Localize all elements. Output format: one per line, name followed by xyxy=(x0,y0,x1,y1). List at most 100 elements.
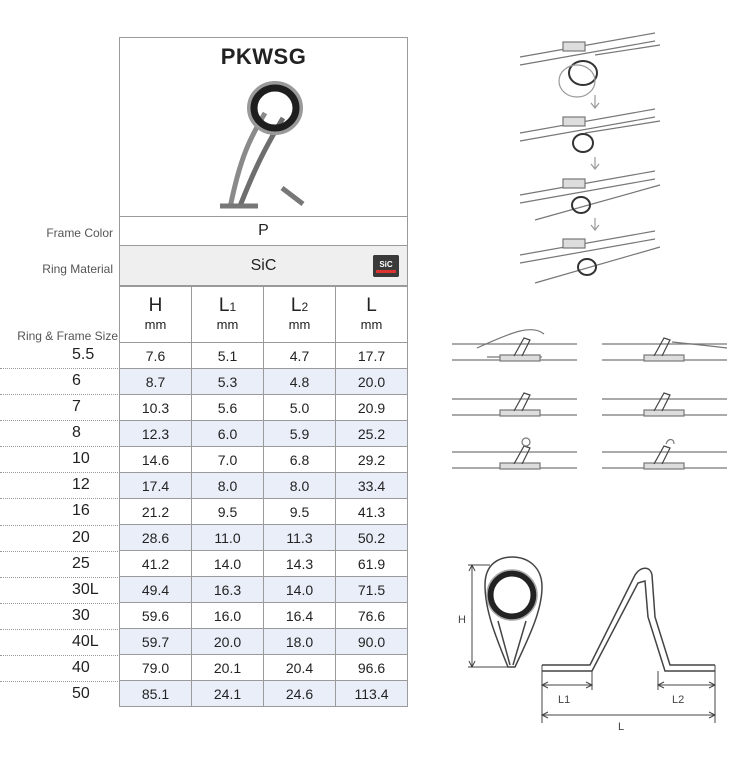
table-cell-l1: 5.6 xyxy=(191,394,264,421)
table-cell-l1: 16.0 xyxy=(191,602,264,629)
sic-badge-icon: SiC xyxy=(373,255,399,277)
table-cell-l: 71.5 xyxy=(335,576,408,603)
table-cell-h: 8.7 xyxy=(119,368,192,395)
size-row: 20 xyxy=(0,526,118,552)
table-cell-l1: 11.0 xyxy=(191,524,264,551)
side-view: L1 L2 L xyxy=(540,567,717,730)
table-cell-l1: 5.1 xyxy=(191,342,264,369)
sic-badge-text: SiC xyxy=(379,260,393,269)
threading-step-4 xyxy=(519,230,661,284)
size-row: 8 xyxy=(0,421,118,448)
table-cell-h: 28.6 xyxy=(119,524,192,551)
table-cell-l: 29.2 xyxy=(335,446,408,473)
table-cell-l: 41.3 xyxy=(335,498,408,525)
table-cell-l1: 24.1 xyxy=(191,680,264,707)
table-cell-l1: 14.0 xyxy=(191,550,264,577)
table-cell-l: 96.6 xyxy=(335,654,408,681)
table-cell-h: 17.4 xyxy=(119,472,192,499)
table-cell-h: 41.2 xyxy=(119,550,192,577)
size-row: 16 xyxy=(0,499,118,526)
table-cell-l1: 20.1 xyxy=(191,654,264,681)
size-row: 30 xyxy=(0,604,118,630)
table-cell-l1: 7.0 xyxy=(191,446,264,473)
size-value: 30 xyxy=(72,606,90,624)
threading-step-1 xyxy=(519,32,661,98)
table-cell-l2: 8.0 xyxy=(263,472,336,499)
guide-photo xyxy=(220,81,305,209)
table-cell-l2: 4.7 xyxy=(263,342,336,369)
size-value: 40L xyxy=(72,632,99,650)
wrap-step-right-2 xyxy=(602,392,727,417)
table-cell-l2: 14.3 xyxy=(263,550,336,577)
table-cell-l1: 6.0 xyxy=(191,420,264,447)
size-value: 8 xyxy=(72,424,81,442)
size-row: 7 xyxy=(0,395,118,422)
frame-color-label: Frame Color xyxy=(46,226,113,240)
table-cell-l: 25.2 xyxy=(335,420,408,447)
ring-material-label: Ring Material xyxy=(42,262,113,276)
table-cell-l2: 24.6 xyxy=(263,680,336,707)
column-symbol: L xyxy=(218,295,230,316)
ring-material-value: SiC xyxy=(250,257,277,274)
table-cell-l2: 6.8 xyxy=(263,446,336,473)
column-subscript: 2 xyxy=(301,300,309,314)
size-row: 40L xyxy=(0,630,118,656)
table-cell-h: 7.6 xyxy=(119,342,192,369)
size-row: 6 xyxy=(0,369,118,396)
table-cell-l2: 5.9 xyxy=(263,420,336,447)
table-cell-l: 50.2 xyxy=(335,524,408,551)
dimension-diagram: H L1 L2 L xyxy=(458,556,717,730)
dim-label-l1: L1 xyxy=(558,694,570,706)
size-value: 6 xyxy=(72,372,81,390)
column-symbol: H xyxy=(148,295,163,316)
size-value: 12 xyxy=(72,476,90,494)
table-cell-h: 10.3 xyxy=(119,394,192,421)
table-cell-l: 17.7 xyxy=(335,342,408,369)
table-cell-l2: 5.0 xyxy=(263,394,336,421)
table-cell-l1: 20.0 xyxy=(191,628,264,655)
size-row: 12 xyxy=(0,473,118,500)
column-unit: mm xyxy=(144,317,167,332)
table-cell-h: 79.0 xyxy=(119,654,192,681)
table-cell-l2: 9.5 xyxy=(263,498,336,525)
table-cell-l1: 9.5 xyxy=(191,498,264,525)
size-row: 25 xyxy=(0,552,118,578)
table-cell-l1: 16.3 xyxy=(191,576,264,603)
table-cell-l: 113.4 xyxy=(335,680,408,707)
table-cell-l: 76.6 xyxy=(335,602,408,629)
size-value: 16 xyxy=(72,502,90,520)
column-subscript: 1 xyxy=(229,300,237,314)
wrap-step-right-3 xyxy=(602,438,727,470)
table-cell-l1: 5.3 xyxy=(191,368,264,395)
dim-label-l: L xyxy=(618,721,624,730)
threading-diagram xyxy=(519,32,661,284)
ring-frame-size-label: Ring & Frame Size xyxy=(17,329,118,343)
ring-material-cell: SiC SiC xyxy=(119,246,408,286)
size-value: 50 xyxy=(72,685,90,703)
threading-step-2 xyxy=(519,108,661,153)
wrapping-diagram xyxy=(452,329,728,470)
table-cell-h: 21.2 xyxy=(119,498,192,525)
size-row: 40 xyxy=(0,656,118,683)
dim-label-l2: L2 xyxy=(672,694,684,706)
size-row: 10 xyxy=(0,447,118,474)
product-header: PKWSG xyxy=(119,37,408,217)
size-value: 7 xyxy=(72,398,81,416)
wrap-step-left-1 xyxy=(452,329,577,362)
